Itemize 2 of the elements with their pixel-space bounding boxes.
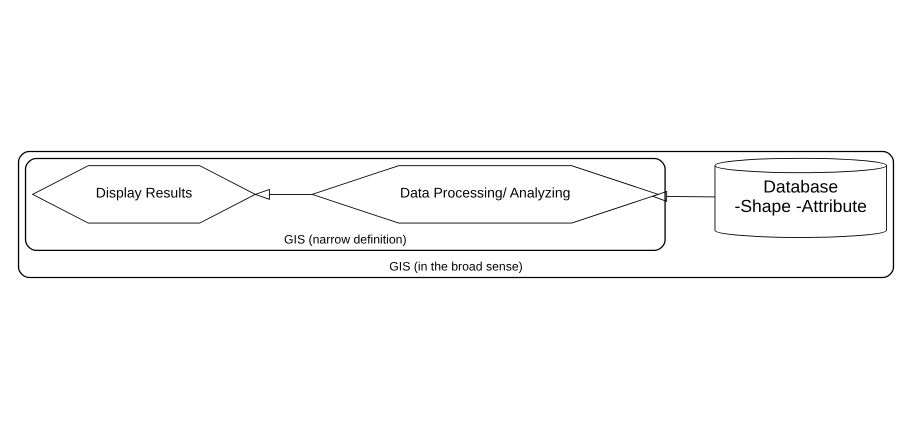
arrow xyxy=(254,188,313,200)
arrow xyxy=(651,190,716,202)
